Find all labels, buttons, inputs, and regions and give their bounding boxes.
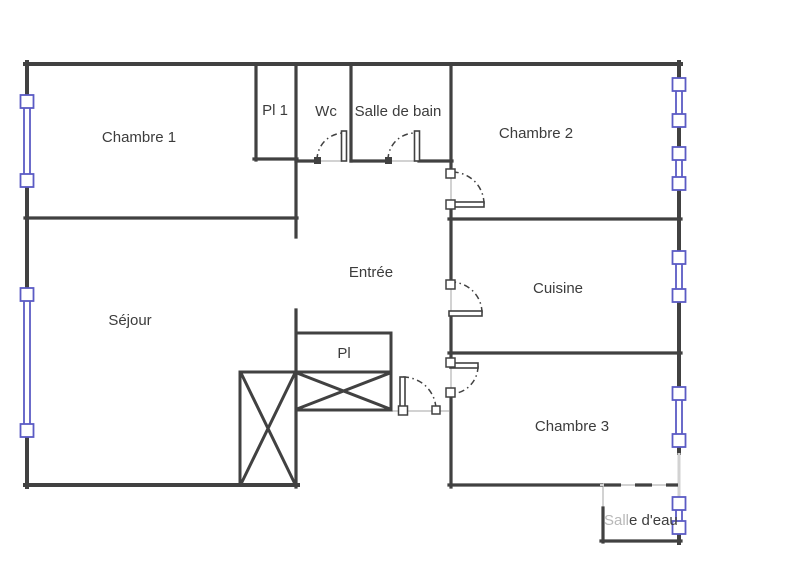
fixtures xyxy=(238,331,393,487)
room-label-chambre3: Chambre 3 xyxy=(535,418,609,435)
room-label-cuisine: Cuisine xyxy=(533,280,583,297)
room-label-chambre1: Chambre 1 xyxy=(102,129,176,146)
window-cuisine xyxy=(671,250,687,303)
room-label-salle-de-bain: Salle de bain xyxy=(355,103,442,120)
door-leaf xyxy=(340,130,348,162)
door-wc xyxy=(314,130,348,164)
shaft-box-horizontal xyxy=(294,370,393,412)
room-label-salledeau: Salle d'eau xyxy=(604,512,678,529)
window-chambre2-lower xyxy=(671,146,687,191)
window-salledeau xyxy=(671,496,687,535)
room-label-salledeau-faded: Sall xyxy=(604,512,629,529)
window-chambre2-upper xyxy=(671,77,687,128)
door-entry xyxy=(392,376,449,416)
room-label-entree: Entrée xyxy=(349,264,393,281)
room-label-wc: Wc xyxy=(315,103,337,120)
room-label-pl: Pl xyxy=(337,345,350,362)
door-chambre2 xyxy=(445,168,485,210)
door-chambre3 xyxy=(445,357,479,398)
room-label-chambre2: Chambre 2 xyxy=(499,125,573,142)
door-salle-de-bain xyxy=(385,130,421,164)
room-labels: Chambre 1 Pl 1 Wc Salle de bain Chambre … xyxy=(102,102,678,529)
door-cuisine xyxy=(445,279,483,317)
room-label-sejour: Séjour xyxy=(108,312,151,329)
windows xyxy=(19,77,687,535)
inner-walls xyxy=(23,62,683,544)
doors xyxy=(314,130,485,416)
window-sejour xyxy=(19,287,35,438)
door-leaf xyxy=(413,130,421,162)
room-label-salledeau-main: e d'eau xyxy=(629,512,678,529)
door-leaf xyxy=(451,201,485,208)
shaft-box-vertical xyxy=(238,370,298,487)
window-chambre1 xyxy=(19,94,35,188)
window-chambre3 xyxy=(671,386,687,448)
door-leaf xyxy=(448,310,483,317)
room-label-pl1: Pl 1 xyxy=(262,102,288,119)
door-leaf xyxy=(399,376,406,410)
